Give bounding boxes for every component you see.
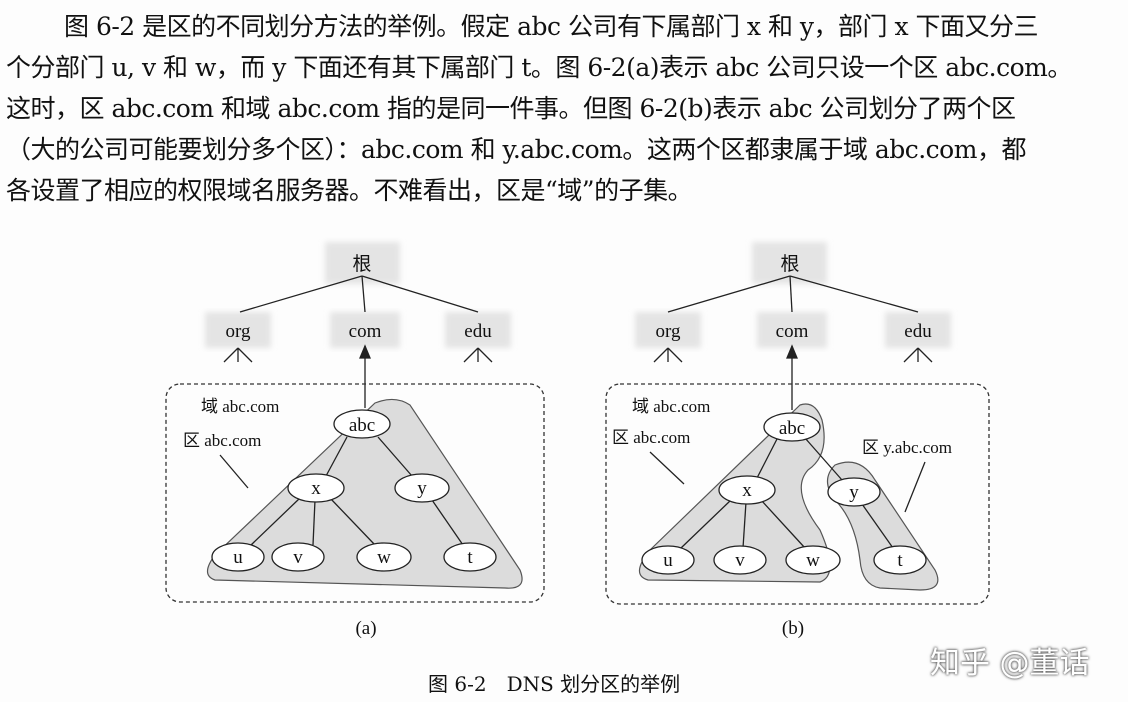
- text-line: （大的公司可能要划分多个区）：abc.com 和 y.abc.com。这两个区都…: [6, 135, 1026, 164]
- node-y: [827, 477, 881, 507]
- zone-region: [206, 398, 523, 589]
- label-y: y: [417, 478, 427, 499]
- label-com: com: [776, 321, 809, 342]
- tree-edges: [223, 275, 493, 408]
- text-line: 各设置了相应的权限域名服务器。不难看出，区是“域”的子集。: [6, 176, 693, 205]
- diagram-b: 根 org com edu abc x y u v w t (b) 域 abc.…: [605, 242, 990, 639]
- node-u: [641, 545, 695, 575]
- label-v: v: [293, 547, 303, 568]
- label-org: org: [656, 321, 681, 342]
- label-w: w: [806, 550, 820, 571]
- label-abc: abc: [779, 418, 805, 439]
- domain-label: 域 abc.com: [632, 397, 710, 416]
- label-x: x: [742, 480, 752, 501]
- subfigure-label-b: (b): [782, 618, 804, 639]
- watermark: 知乎 @董话: [930, 646, 1090, 681]
- domain-boundary: [165, 383, 545, 603]
- label-u: u: [663, 550, 673, 571]
- node-abc: [333, 409, 391, 439]
- text-line: 个分部门 u, v 和 w，而 y 下面还有其下属部门 t。图 6-2(a)表示…: [6, 53, 1072, 82]
- label-w: w: [377, 547, 391, 568]
- subfigure-label-a: (a): [355, 618, 376, 639]
- label-v: v: [735, 550, 745, 571]
- node-abc: [763, 412, 821, 442]
- body-paragraph: 图 6-2 是区的不同划分方法的举例。假定 abc 公司有下属部门 x 和 y，…: [6, 6, 1128, 211]
- label-u: u: [233, 547, 243, 568]
- node-x: [287, 473, 345, 503]
- edu-node-bg: [885, 312, 951, 348]
- node-y: [394, 473, 450, 503]
- diagram-a: 根 org com edu abc x y u v w t (a) 域 abc.…: [165, 242, 545, 639]
- com-node-bg: [330, 312, 400, 348]
- node-w: [785, 545, 841, 575]
- node-v: [713, 545, 767, 575]
- label-t: t: [467, 547, 473, 568]
- label-root: 根: [352, 253, 371, 275]
- figure-caption: 图 6-2 DNS 划分区的举例: [428, 672, 681, 696]
- subtree-edges: [219, 436, 464, 546]
- node-w: [356, 542, 412, 572]
- label-x: x: [311, 478, 321, 499]
- zone-y-label: 区 y.abc.com: [862, 438, 952, 457]
- zone-label: 区 abc.com: [612, 428, 690, 447]
- label-y: y: [849, 482, 859, 503]
- label-com: com: [349, 321, 382, 342]
- label-t: t: [897, 550, 903, 571]
- label-org: org: [226, 321, 251, 342]
- node-x: [718, 475, 776, 505]
- tree-edges: [653, 275, 933, 410]
- label-edu: edu: [464, 321, 492, 342]
- subtree-edges: [649, 437, 926, 549]
- domain-label: 域 abc.com: [201, 397, 279, 416]
- label-root: 根: [780, 253, 799, 275]
- text-line: 这时，区 abc.com 和域 abc.com 指的是同一件事。但图 6-2(b…: [6, 94, 1016, 123]
- text-line: 图 6-2 是区的不同划分方法的举例。假定 abc 公司有下属部门 x 和 y，…: [64, 12, 1039, 41]
- org-node-bg: [635, 312, 701, 348]
- node-t: [443, 542, 497, 572]
- zone-label: 区 abc.com: [183, 431, 261, 450]
- label-abc: abc: [349, 415, 375, 436]
- node-t: [873, 545, 927, 575]
- com-node-bg: [757, 312, 827, 348]
- org-node-bg: [205, 312, 271, 348]
- node-v: [271, 542, 325, 572]
- edu-node-bg: [445, 312, 511, 348]
- node-u: [211, 542, 265, 572]
- domain-boundary: [605, 383, 990, 605]
- label-edu: edu: [904, 321, 932, 342]
